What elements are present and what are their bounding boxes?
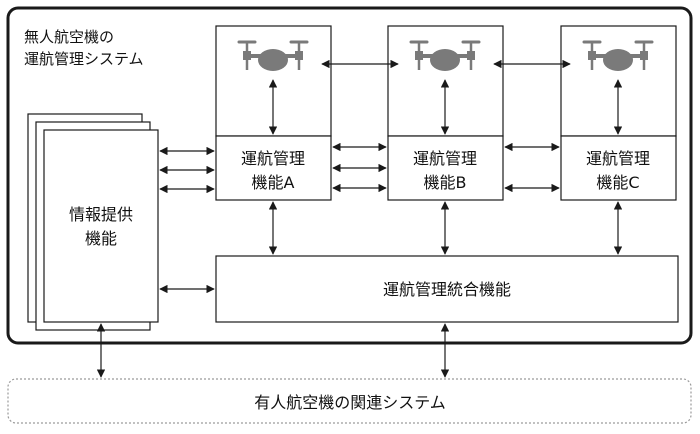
system-title-line2: 運航管理システム [24,50,144,68]
management-unit-c-line1: 運航管理 [586,149,650,168]
manned-system-label: 有人航空機の関連システム [254,393,446,412]
management-unit-a-line2: 機能A [252,173,295,192]
manned-system-block: 有人航空機の関連システム [7,378,692,424]
info-provision-label-line1: 情報提供 [69,205,133,224]
management-unit-a-line1: 運航管理 [241,149,305,168]
management-unit-a: 運航管理 機能A [215,135,332,201]
integration-label: 運航管理統合機能 [383,280,511,299]
integration-block: 運航管理統合機能 [215,255,679,323]
management-unit-b-line2: 機能B [424,173,467,192]
system-boundary [6,6,693,345]
info-provision-block: 情報提供 機能 [27,113,159,331]
management-unit-b-line1: 運航管理 [413,149,477,168]
drone-icon [237,40,309,71]
system-title-line1: 無人航空機の [24,28,114,46]
management-unit-c-line2: 機能C [596,173,639,192]
drone-icon [582,40,654,71]
drone-icon [409,40,481,71]
management-unit-c: 運航管理 機能C [560,135,677,201]
info-provision-label-line2: 機能 [85,229,117,248]
management-unit-b: 運航管理 機能B [387,135,504,201]
